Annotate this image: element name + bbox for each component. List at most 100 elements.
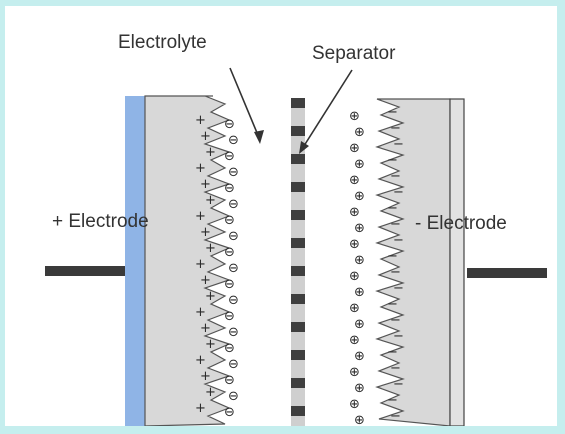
cation: ⊕ [354,349,365,364]
positive-electrode-body [144,95,231,426]
electrolyte-arrow [229,67,261,141]
plus-charge: + [200,225,211,240]
anion: ⊖ [224,277,235,292]
minus-charge: − [387,201,398,216]
cation: ⊕ [349,173,360,188]
cation: ⊕ [354,189,365,204]
anion: ⊖ [228,261,239,276]
minus-charge: − [387,297,398,312]
minus-charge: − [390,169,401,184]
cation: ⊕ [349,269,360,284]
minus-charge: − [390,121,401,136]
plus-charge: + [200,129,211,144]
positive-current-collector [125,96,145,426]
plus-charge: + [205,241,216,256]
diagram-frame: +⊖+⊖+⊖+⊖+⊖+⊖+⊖+⊖+⊖+⊖+⊖+⊖+⊖+⊖+⊖+⊖+⊖+⊖+⊖ ⊕… [5,6,557,426]
cation: ⊕ [349,301,360,316]
plus-charge: + [195,113,206,128]
positive-electrode-label: + Electrode [52,211,149,232]
separator-block [291,350,305,360]
plus-charge: + [200,321,211,336]
plus-charge: + [195,209,206,224]
plus-charge: + [205,289,216,304]
anion: ⊖ [224,405,235,420]
cation: ⊕ [349,397,360,412]
positive-lead [45,266,125,276]
minus-charge: − [390,361,401,376]
minus-charge: − [387,345,398,360]
anion: ⊖ [228,133,239,148]
separator-block [291,294,305,304]
anion: ⊖ [228,293,239,308]
separator-block [291,266,305,276]
anion: ⊖ [224,373,235,388]
minus-charge: − [390,217,401,232]
anion: ⊖ [228,357,239,372]
minus-charge: − [390,409,401,424]
minus-charge: − [393,377,404,392]
plus-charge: + [205,193,216,208]
minus-charge: − [393,137,404,152]
plus-charge: + [200,177,211,192]
plus-charge: + [195,401,206,416]
cation: ⊕ [354,221,365,236]
plus-charge: + [200,273,211,288]
separator-membrane [291,98,305,426]
separator-block [291,182,305,192]
separator-label: Separator [312,43,396,64]
plus-charge: + [195,353,206,368]
separator-block [291,154,305,164]
anion: ⊖ [228,325,239,340]
cation: ⊕ [354,253,365,268]
minus-charge: − [387,393,398,408]
separator-strip [291,98,305,426]
cation: ⊕ [354,125,365,140]
separator-block [291,378,305,388]
plus-charge: + [195,257,206,272]
minus-charge: − [387,249,398,264]
cation: ⊕ [354,317,365,332]
anion: ⊖ [224,117,235,132]
minus-charge: − [393,281,404,296]
separator-block [291,98,305,108]
cation: ⊕ [354,285,365,300]
negative-electrode-body [375,98,451,426]
separator-arrow [301,69,353,150]
plus-charge: + [200,369,211,384]
cation: ⊕ [349,365,360,380]
plus-charge: + [205,385,216,400]
anion: ⊖ [228,229,239,244]
negative-surface-charges: ⊕−⊕−⊕−⊕−⊕−⊕−⊕−⊕−⊕−⊕−⊕−⊕−⊕−⊕−⊕−⊕−⊕−⊕−⊕−⊕− [349,105,404,426]
supercapacitor-diagram: +⊖+⊖+⊖+⊖+⊖+⊖+⊖+⊖+⊖+⊖+⊖+⊖+⊖+⊖+⊖+⊖+⊖+⊖+⊖ ⊕… [45,32,547,426]
cation: ⊕ [349,237,360,252]
anion: ⊖ [224,341,235,356]
minus-charge: − [387,153,398,168]
minus-charge: − [390,265,401,280]
cation: ⊕ [349,205,360,220]
negative-current-collector [449,98,465,426]
anion: ⊖ [228,165,239,180]
electrolyte-label: Electrolyte [118,32,207,53]
cation: ⊕ [349,141,360,156]
minus-charge: − [393,185,404,200]
plus-charge: + [205,145,216,160]
anion: ⊖ [224,213,235,228]
positive-surface-charges: +⊖+⊖+⊖+⊖+⊖+⊖+⊖+⊖+⊖+⊖+⊖+⊖+⊖+⊖+⊖+⊖+⊖+⊖+⊖ [195,113,239,420]
cation: ⊕ [354,157,365,172]
cation: ⊕ [354,381,365,396]
anion: ⊖ [224,149,235,164]
negative-lead [467,268,547,278]
separator-arrowhead [299,141,309,154]
anion: ⊖ [224,245,235,260]
anion: ⊖ [224,181,235,196]
minus-charge: − [387,105,398,120]
cation: ⊕ [349,333,360,348]
negative-electrode-label: - Electrode [415,213,507,234]
minus-charge: − [393,233,404,248]
minus-charge: − [393,329,404,344]
cation: ⊕ [354,413,365,426]
electrolyte-arrowhead [254,130,264,144]
separator-block [291,322,305,332]
minus-charge: − [390,313,401,328]
anion: ⊖ [228,197,239,212]
